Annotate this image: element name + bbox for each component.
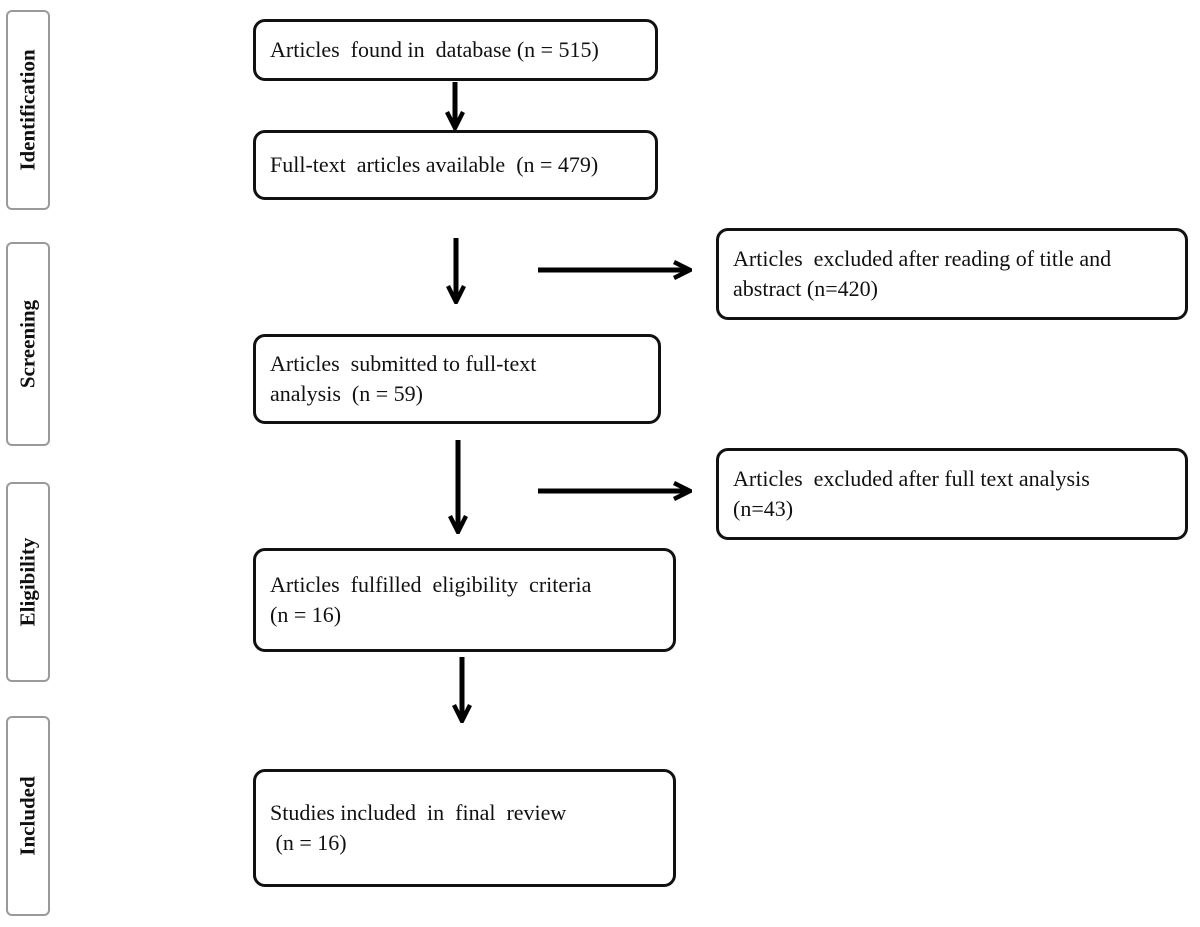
box-eligibility-criteria: Articles fulfilled eligibility criteria … (253, 548, 676, 652)
box-submitted-fulltext-line2: analysis (n = 59) (270, 381, 423, 406)
phase-identification: Identification (6, 10, 50, 210)
box-excluded-title-abstract-line2: abstract (n=420) (733, 276, 878, 301)
box-eligibility-criteria-line1: Articles fulfilled eligibility criteria (270, 572, 592, 597)
box-included-final-review-line2: (n = 16) (270, 830, 347, 855)
box-excluded-title-abstract: Articles excluded after reading of title… (716, 228, 1188, 320)
box-articles-found: Articles found in database (n = 515) (253, 19, 658, 81)
phase-screening: Screening (6, 242, 50, 446)
box-included-final-review: Studies included in final review (n = 16… (253, 769, 676, 887)
box-articles-found-text: Articles found in database (n = 515) (270, 37, 599, 62)
box-submitted-fulltext-line1: Articles submitted to full-text (270, 351, 537, 376)
phase-eligibility: Eligibility (6, 482, 50, 682)
box-included-final-review-line1: Studies included in final review (270, 800, 567, 825)
box-fulltext-available: Full-text articles available (n = 479) (253, 130, 658, 200)
phase-included: Included (6, 716, 50, 916)
box-excluded-fulltext-line1: Articles excluded after full text analys… (733, 466, 1090, 491)
box-fulltext-available-text: Full-text articles available (n = 479) (270, 152, 599, 177)
box-excluded-fulltext-line2: (n=43) (733, 496, 794, 521)
box-eligibility-criteria-line2: (n = 16) (270, 602, 342, 627)
box-submitted-fulltext: Articles submitted to full-text analysis… (253, 334, 661, 424)
box-excluded-title-abstract-line1: Articles excluded after reading of title… (733, 246, 1112, 271)
box-excluded-fulltext: Articles excluded after full text analys… (716, 448, 1188, 540)
